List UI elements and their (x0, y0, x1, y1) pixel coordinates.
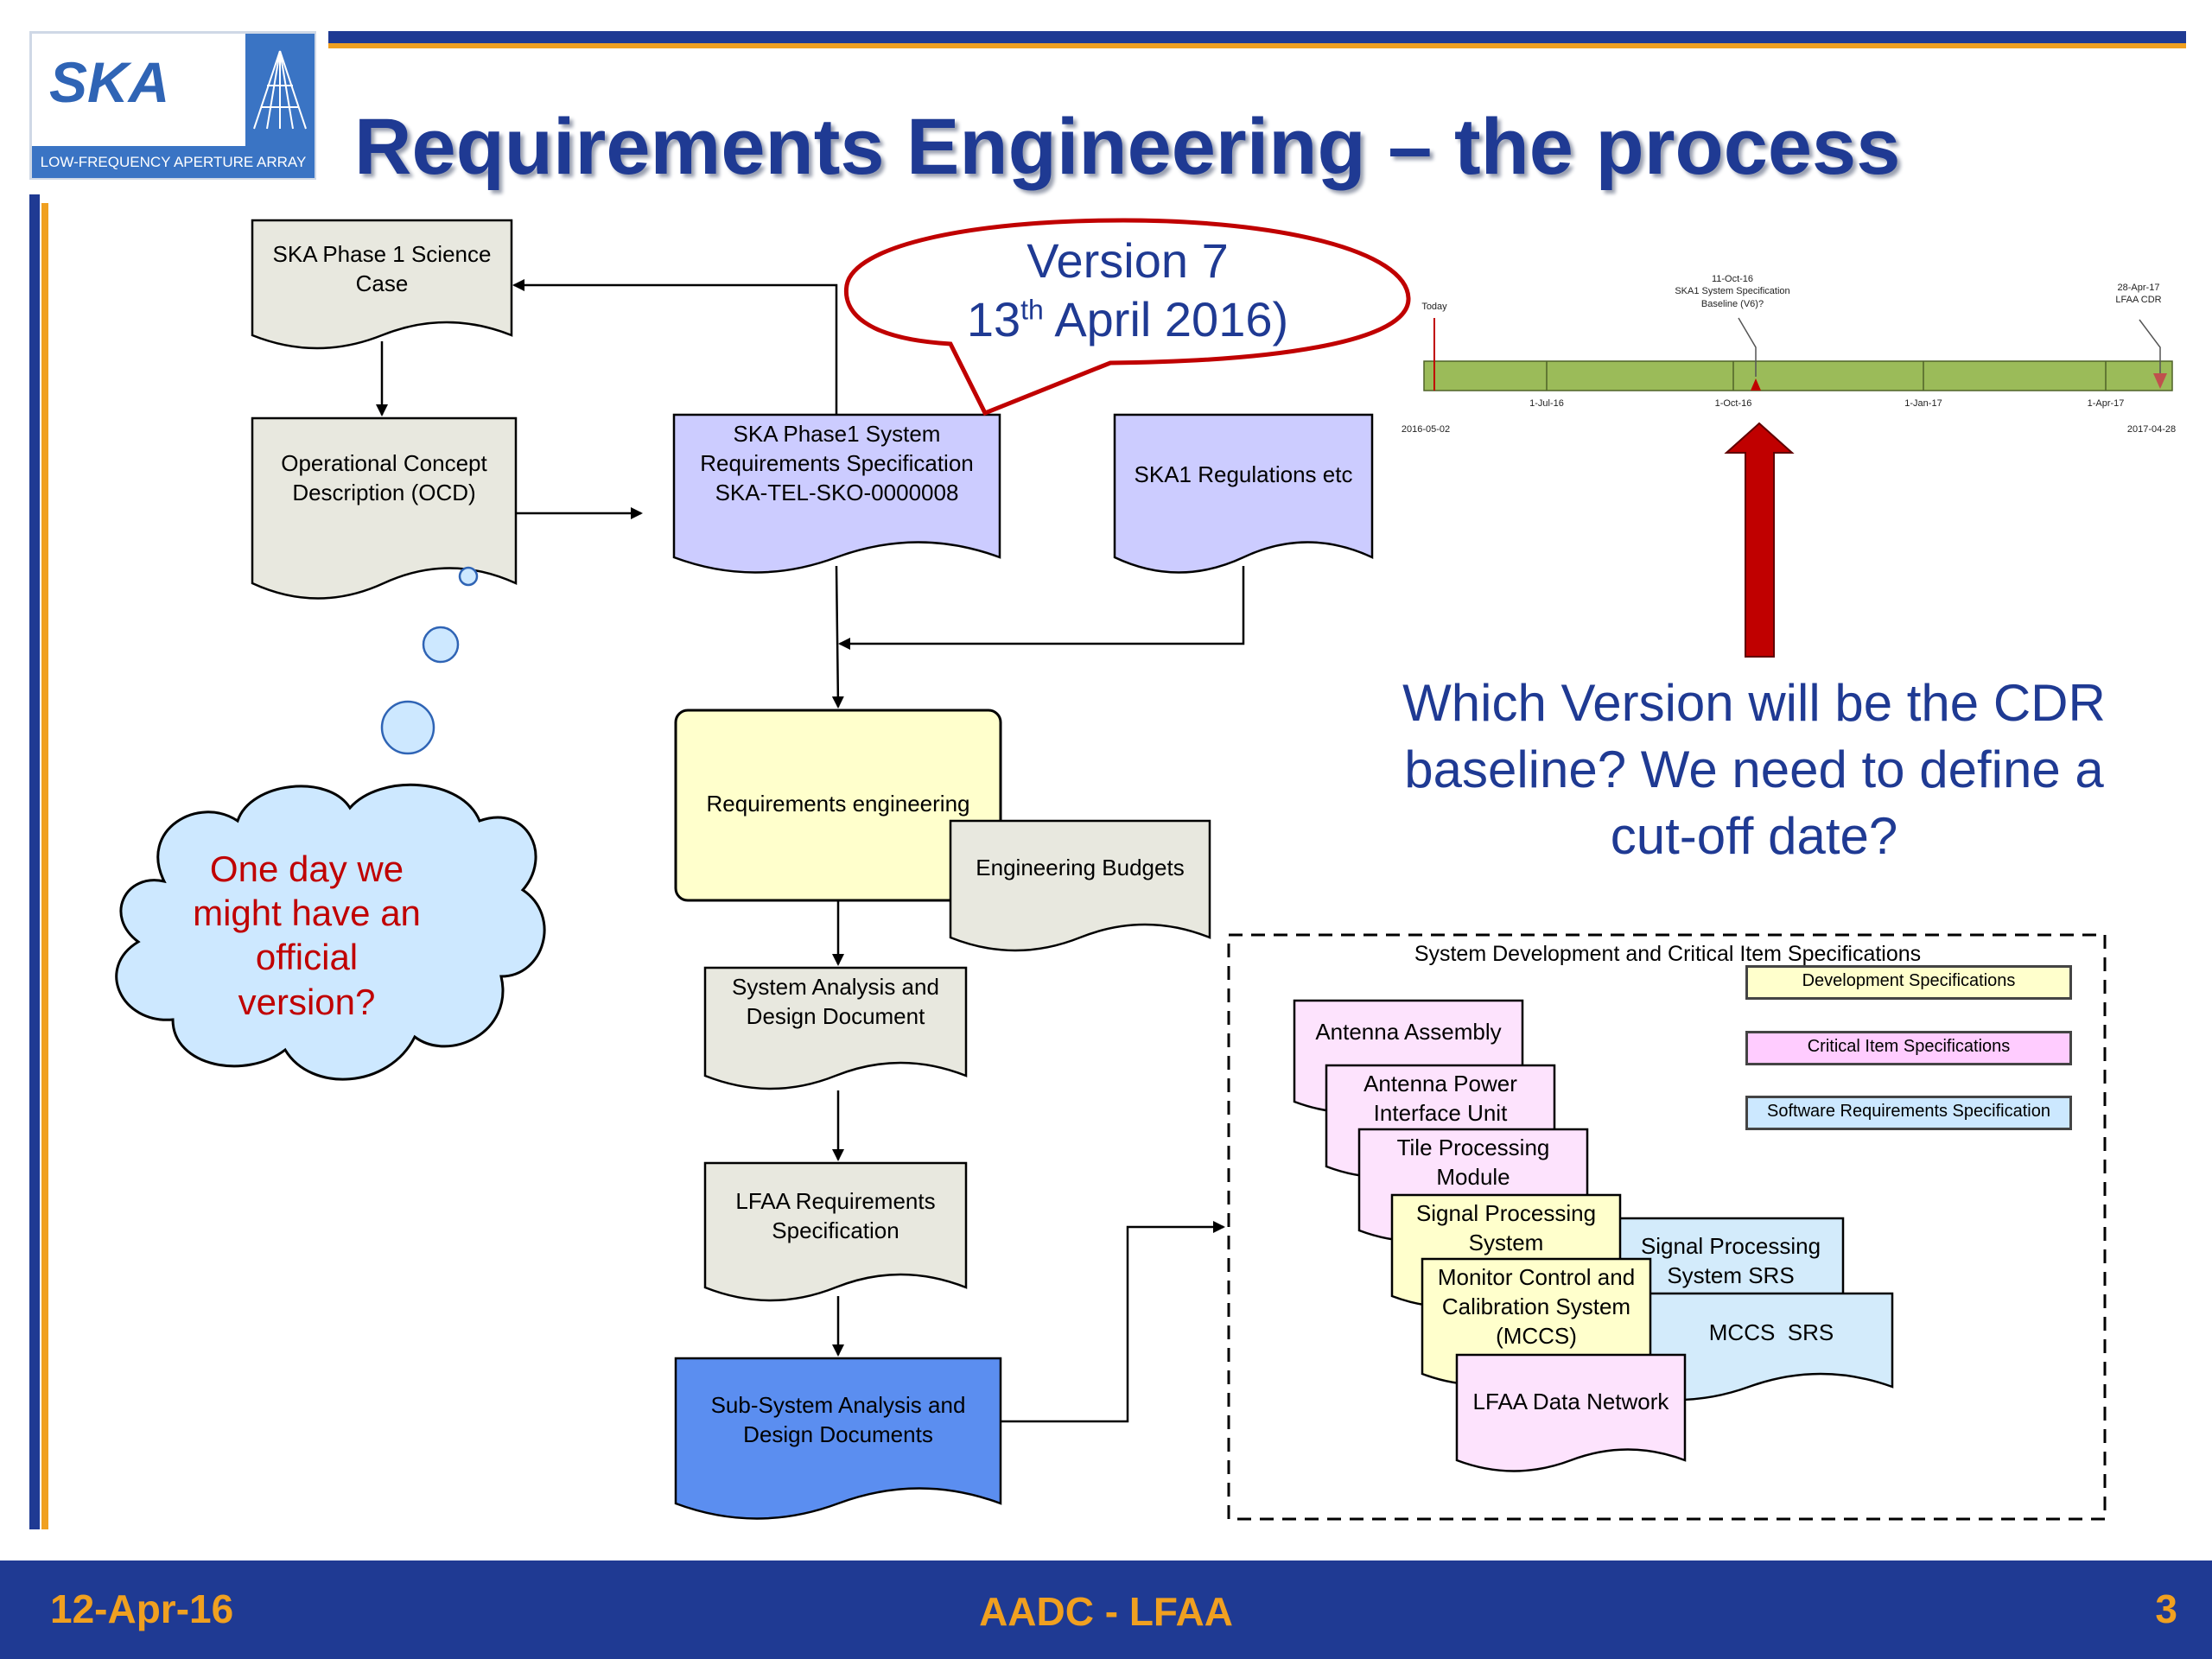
budgets-label: Engineering Budgets (976, 855, 1185, 880)
lfaa-req-doc (703, 1161, 968, 1302)
legend-development: Development Specifications (1745, 965, 2072, 1000)
callout-date-rest: April 2016) (1043, 292, 1289, 346)
timeline (1423, 317, 2173, 391)
timeline-bar (1423, 360, 2173, 391)
sps-label: Signal Processing System (1415, 1200, 1597, 1255)
page-number: 3 (2155, 1586, 2177, 1631)
tpm-label: Tile Processing Module (1396, 1135, 1550, 1190)
timeline-tick-3: 1-Apr-17 (2087, 398, 2125, 409)
ska-logo: SKA LOW-FREQUENCY APERTURE ARRAY (29, 31, 316, 180)
callout-date-day: 13 (966, 292, 1021, 346)
regulations-label: SKA1 Regulations etc (1134, 461, 1353, 487)
top-rule-accent (328, 43, 2186, 48)
srs-doc (672, 413, 1001, 574)
timeline-tick-2: 1-Jan-17 (1904, 398, 1942, 409)
left-rule (29, 194, 40, 1529)
timeline-start-label: 2016-05-02 (1401, 424, 1451, 435)
left-rule-accent (41, 203, 48, 1529)
callout-version: Version 7 (1027, 233, 1229, 288)
lfaa-req-label: LFAA Requirements Specification (735, 1188, 936, 1243)
science-case-doc (251, 219, 513, 350)
logo-tagline: LOW-FREQUENCY APERTURE ARRAY (32, 146, 315, 178)
arrow-reg-to-flow (838, 566, 1245, 650)
logo-brand: SKA (49, 50, 170, 114)
arrow-subsys-to-specs (1001, 1221, 1225, 1423)
timeline-milestone1-label: 11-Oct-16 SKA1 System Specification Base… (1675, 274, 1790, 309)
footer-center: AADC - LFAA (979, 1589, 1233, 1634)
regulations-doc (1113, 413, 1374, 574)
callout-date: 13th April 2016) (907, 290, 1348, 348)
mccs-label: Monitor Control and Calibration System (… (1437, 1264, 1636, 1349)
milestone2-marker (2153, 373, 2167, 389)
timeline-tick-1: 1-Oct-16 (1714, 398, 1752, 409)
question-text: Which Version will be the CDR baseline? … (1402, 674, 2106, 865)
timeline-end-label: 2017-04-28 (2126, 424, 2177, 435)
arrow-srs-to-req (831, 565, 844, 709)
ocd-label: Operational Concept Description (OCD) (281, 450, 487, 505)
data-network-doc (1455, 1353, 1687, 1472)
top-rule (328, 31, 2186, 43)
cloud-text: One day we might have an official versio… (193, 849, 421, 1022)
srs-label: SKA Phase1 System Requirements Specifica… (700, 421, 974, 505)
data-network-label: LFAA Data Network (1472, 1389, 1669, 1414)
footer-bar (0, 1560, 2212, 1659)
milestone2-leader (2139, 319, 2161, 377)
legend-software-req: Software Requirements Specification (1745, 1096, 2072, 1130)
milestone1-marker (1751, 378, 1761, 391)
mccs-srs-label: MCCS SRS (1708, 1319, 1834, 1345)
subsys-label: Sub-System Analysis and Design Documents (710, 1392, 966, 1447)
thought-cloud (115, 783, 546, 1081)
sad-doc (703, 966, 968, 1090)
ocd-doc (251, 416, 518, 600)
red-up-arrow (1724, 422, 1795, 658)
arrow-srs-to-science (512, 279, 838, 415)
thought-bubble-small (458, 566, 479, 587)
footer-date: 12-Apr-16 (50, 1586, 234, 1631)
timeline-milestone2-label: 28-Apr-17 LFAA CDR (2115, 283, 2162, 306)
timeline-today-label: Today (1421, 302, 1447, 312)
specs-frame-title: System Development and Critical Item Spe… (1414, 942, 1922, 966)
specs-frame (1227, 933, 2107, 1521)
legend-critical-item: Critical Item Specifications (1745, 1031, 2072, 1065)
timeline-tick-0: 1-Jul-16 (1529, 398, 1564, 409)
science-case-label: SKA Phase 1 Science Case (272, 241, 492, 296)
apiu-label: Antenna Power Interface Unit (1363, 1071, 1517, 1126)
subsys-doc (674, 1357, 1002, 1520)
antenna-assembly-label: Antenna Assembly (1315, 1019, 1502, 1045)
thought-bubble-medium (422, 626, 460, 664)
version-callout-bubble (843, 218, 1411, 416)
sad-label: System Analysis and Design Document (732, 974, 939, 1029)
sps-srs-label: Signal Processing System SRS (1640, 1233, 1821, 1288)
page-title: Requirements Engineering – the process (354, 103, 1901, 191)
budgets-doc (949, 819, 1211, 952)
milestone1-leader (1738, 317, 1757, 377)
callout-date-sup: th (1020, 294, 1044, 326)
antenna-icon (245, 34, 315, 146)
thought-bubble-large (380, 700, 435, 755)
req-eng-label: Requirements engineering (706, 791, 970, 817)
